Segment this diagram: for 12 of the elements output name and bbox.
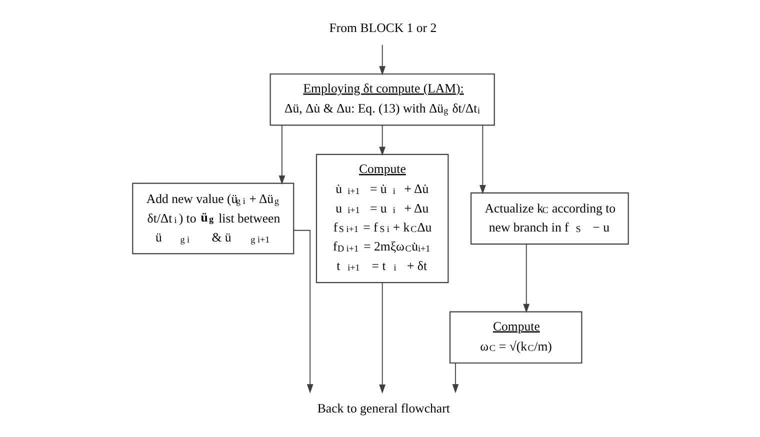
arrow (452, 362, 458, 394)
arrow (479, 124, 486, 194)
arrow (292, 230, 313, 394)
arrow (378, 44, 386, 76)
arrow (378, 282, 386, 394)
arrow (278, 124, 285, 185)
arrow (378, 124, 386, 156)
arrow (522, 244, 530, 314)
node-box: Employing δt compute (LAM): Δü, Δu̇ & Δu: Eq. (13) with Δüg δt/Δti (269, 73, 494, 126)
node-box: Compute ωC = √(kC/m) (448, 311, 582, 364)
node-text: Back to general flowchart (316, 402, 450, 416)
node-text: From BLOCK 1 or 2 (328, 21, 436, 36)
